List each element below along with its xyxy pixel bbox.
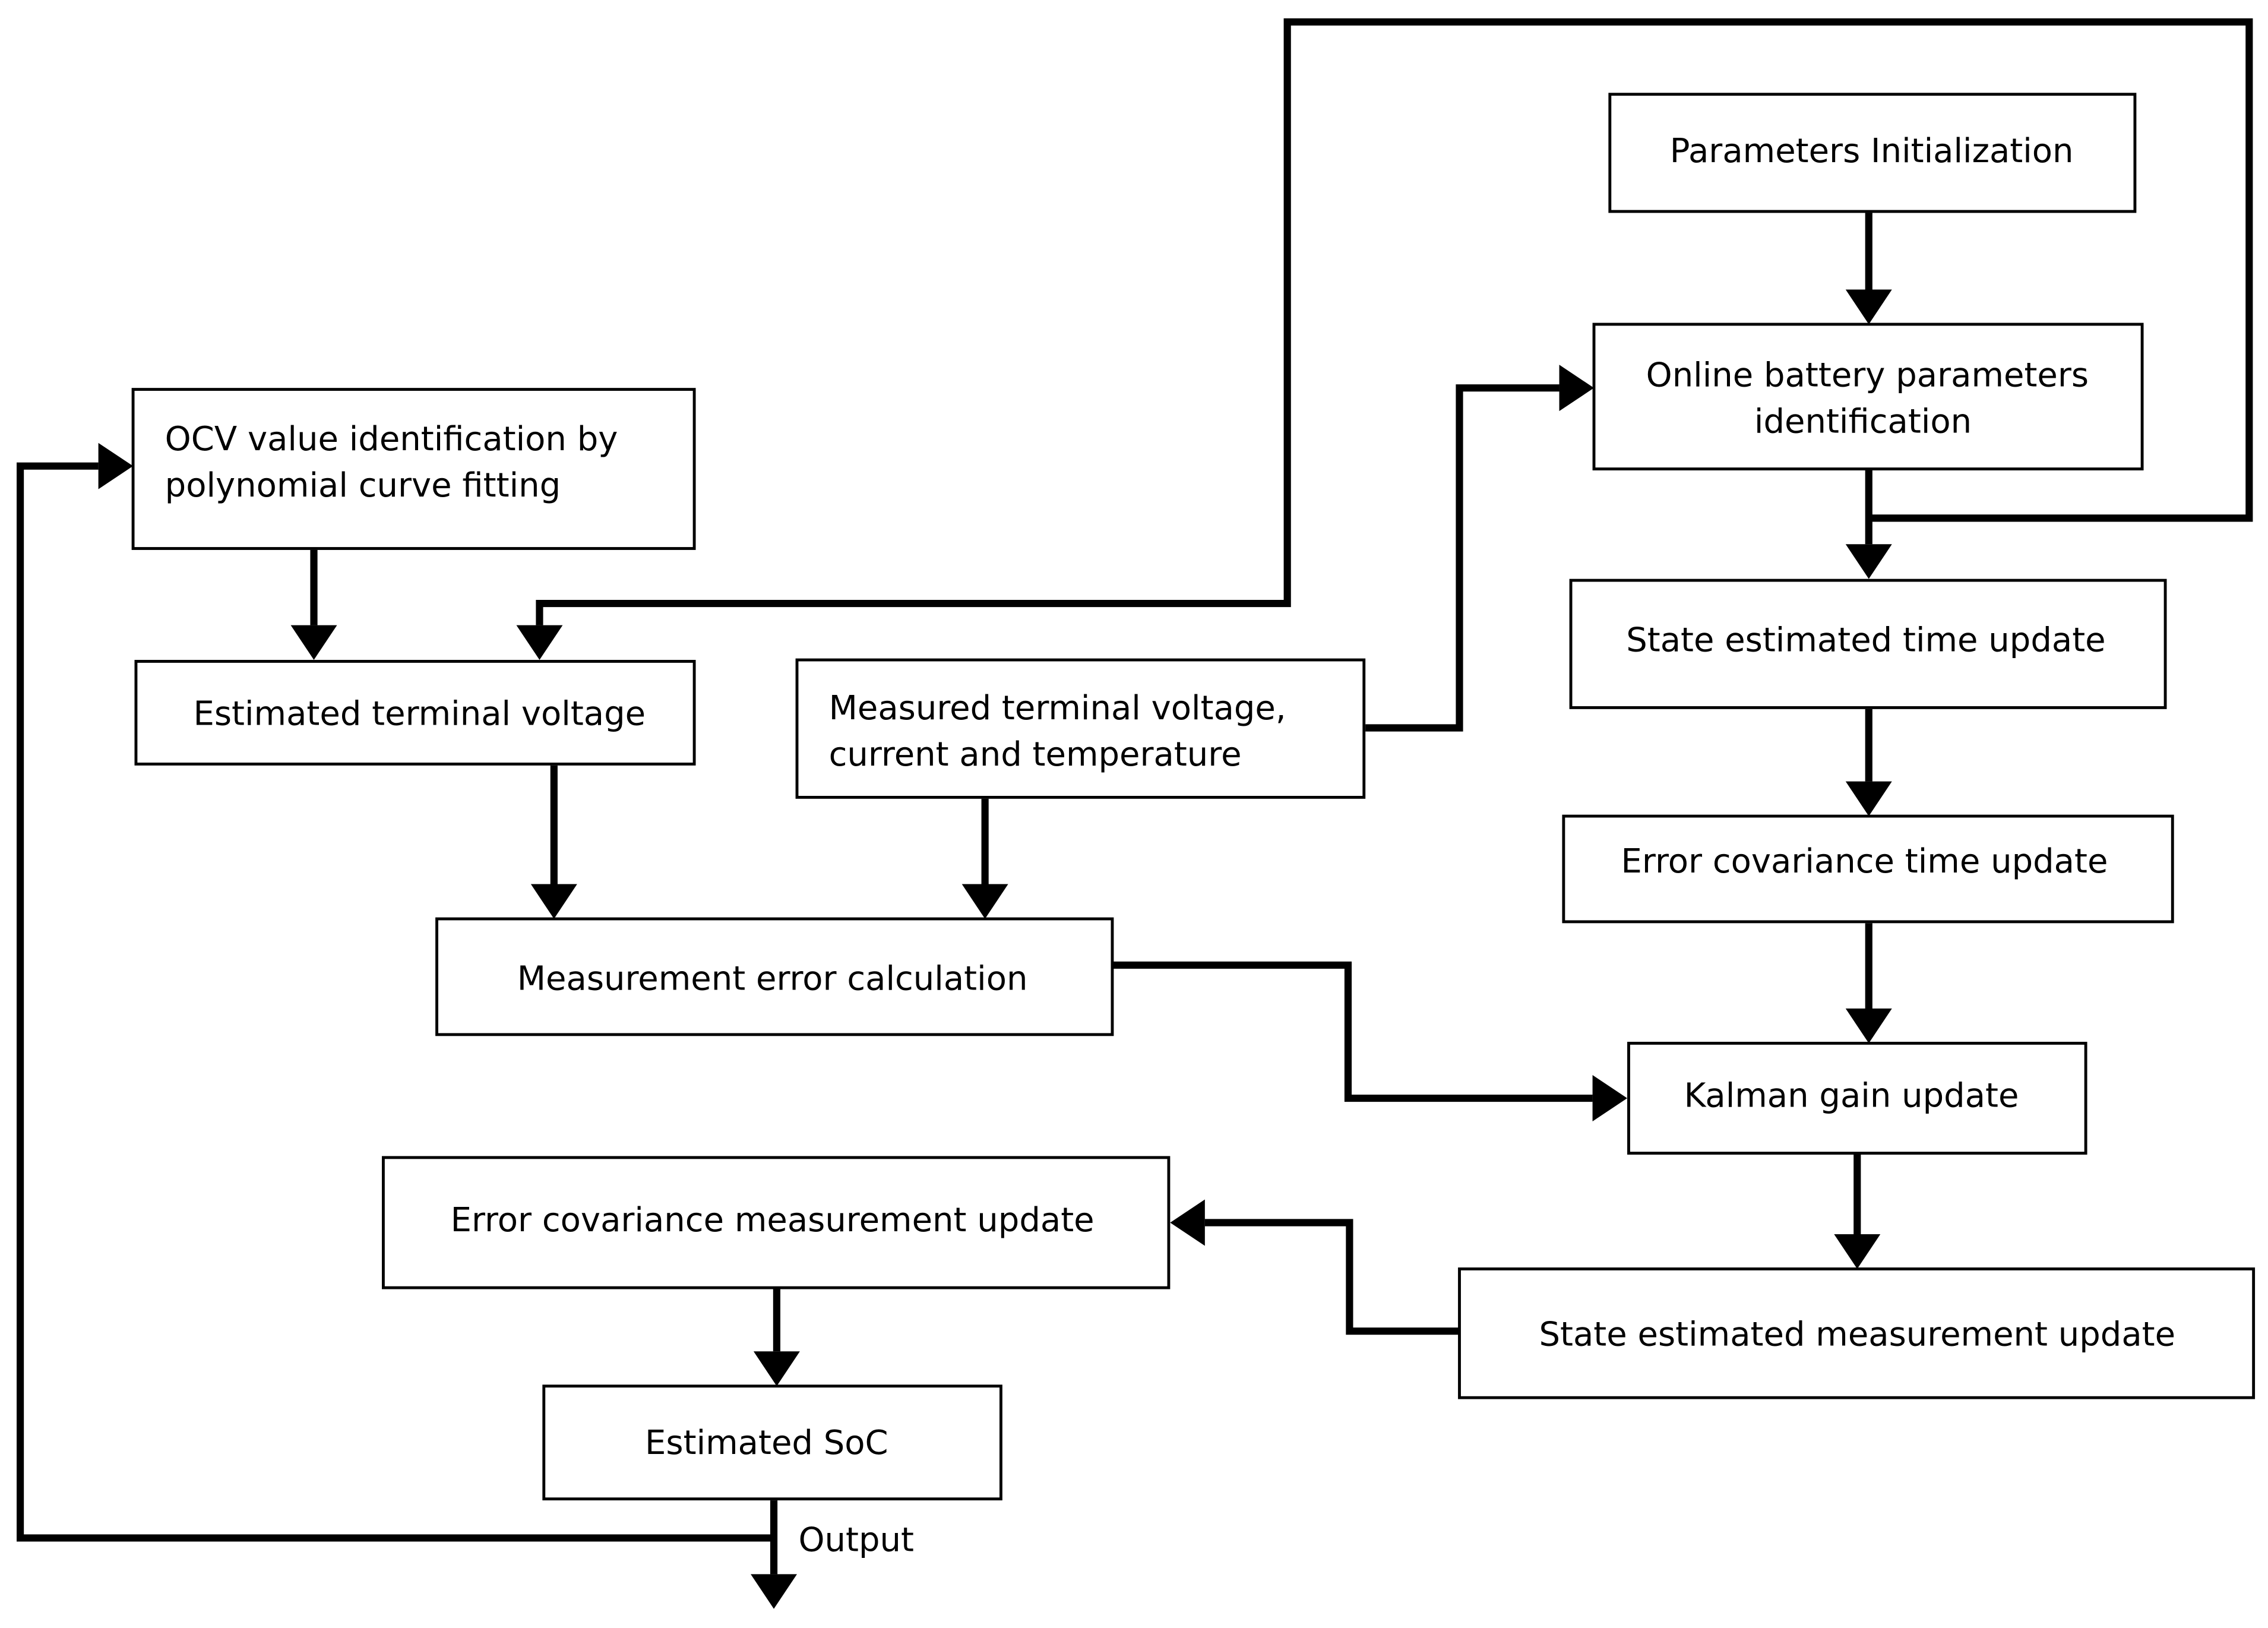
arrowhead-measured-to-measerror — [961, 884, 1008, 919]
arrowhead-measerror-to-kalman — [1592, 1075, 1628, 1121]
est-voltage-box — [134, 660, 696, 766]
arrowhead-statetime-to-errcovtime — [1845, 781, 1892, 817]
params-init-label: Parameters Initialization — [1670, 132, 2074, 170]
arrowhead-estvoltage-to-measerror — [530, 884, 577, 919]
measured-label-2: current and temperature — [829, 735, 1242, 774]
measured-box — [795, 658, 1366, 799]
meas-error-box — [435, 917, 1114, 1036]
err-cov-time-box — [1562, 814, 2174, 924]
err-cov-meas-box — [381, 1156, 1171, 1289]
ocv-box — [131, 388, 696, 550]
arrow-measured-to-online — [1365, 384, 1560, 732]
loop-soc-to-ocv — [17, 462, 774, 1542]
arrowhead-errcovmeas-to-soc — [753, 1351, 800, 1386]
arrowhead-online-to-statetime — [1845, 544, 1892, 579]
arrow-statemeas-to-errcovmeas — [1204, 1219, 1460, 1335]
soc-label: Estimated SoC — [645, 1424, 888, 1462]
arrowhead-statemeas-to-errcovmeas — [1170, 1199, 1205, 1246]
ocv-label-1: OCV value identification by — [165, 420, 618, 459]
arrowhead-errcovtime-to-kalman — [1845, 1009, 1892, 1044]
arrow-measerror-to-kalman — [1112, 961, 1593, 1102]
meas-error-label: Measurement error calculation — [517, 959, 1028, 998]
arrowhead-init-to-online — [1845, 289, 1892, 324]
online-id-label-1: Online battery parameters — [1646, 356, 2089, 395]
ocv-label-2: polynomial curve fitting — [165, 466, 561, 505]
err-cov-time-label: Error covariance time update — [1621, 842, 2108, 881]
soc-box — [542, 1384, 1002, 1501]
measured-label-1: Measured terminal voltage, — [829, 689, 1286, 728]
arrowhead-output — [751, 1574, 798, 1609]
arrowhead-loop-ocv — [98, 442, 134, 489]
arrowhead-loop-est-voltage — [516, 625, 563, 660]
arrowhead-kalman-to-statemeas — [1834, 1234, 1881, 1269]
online-id-label-2: identification — [1754, 403, 1972, 441]
arrowhead-measured-to-online — [1559, 365, 1595, 412]
err-cov-meas-label: Error covariance measurement update — [451, 1201, 1095, 1240]
kalman-box — [1627, 1042, 2087, 1155]
state-meas-box — [1458, 1267, 2256, 1399]
loop-online-to-est-voltage — [536, 18, 2253, 625]
state-meas-label: State estimated measurement update — [1539, 1316, 2175, 1354]
output-label: Output — [798, 1520, 914, 1559]
online-id-box — [1592, 323, 2144, 470]
params-init-box — [1608, 93, 2137, 213]
est-voltage-label: Estimated terminal voltage — [193, 695, 646, 734]
state-time-label: State estimated time update — [1626, 621, 2105, 659]
kalman-label: Kalman gain update — [1684, 1077, 2019, 1115]
arrowhead-ocv-to-est-voltage — [290, 625, 337, 660]
state-time-box — [1569, 579, 2167, 709]
